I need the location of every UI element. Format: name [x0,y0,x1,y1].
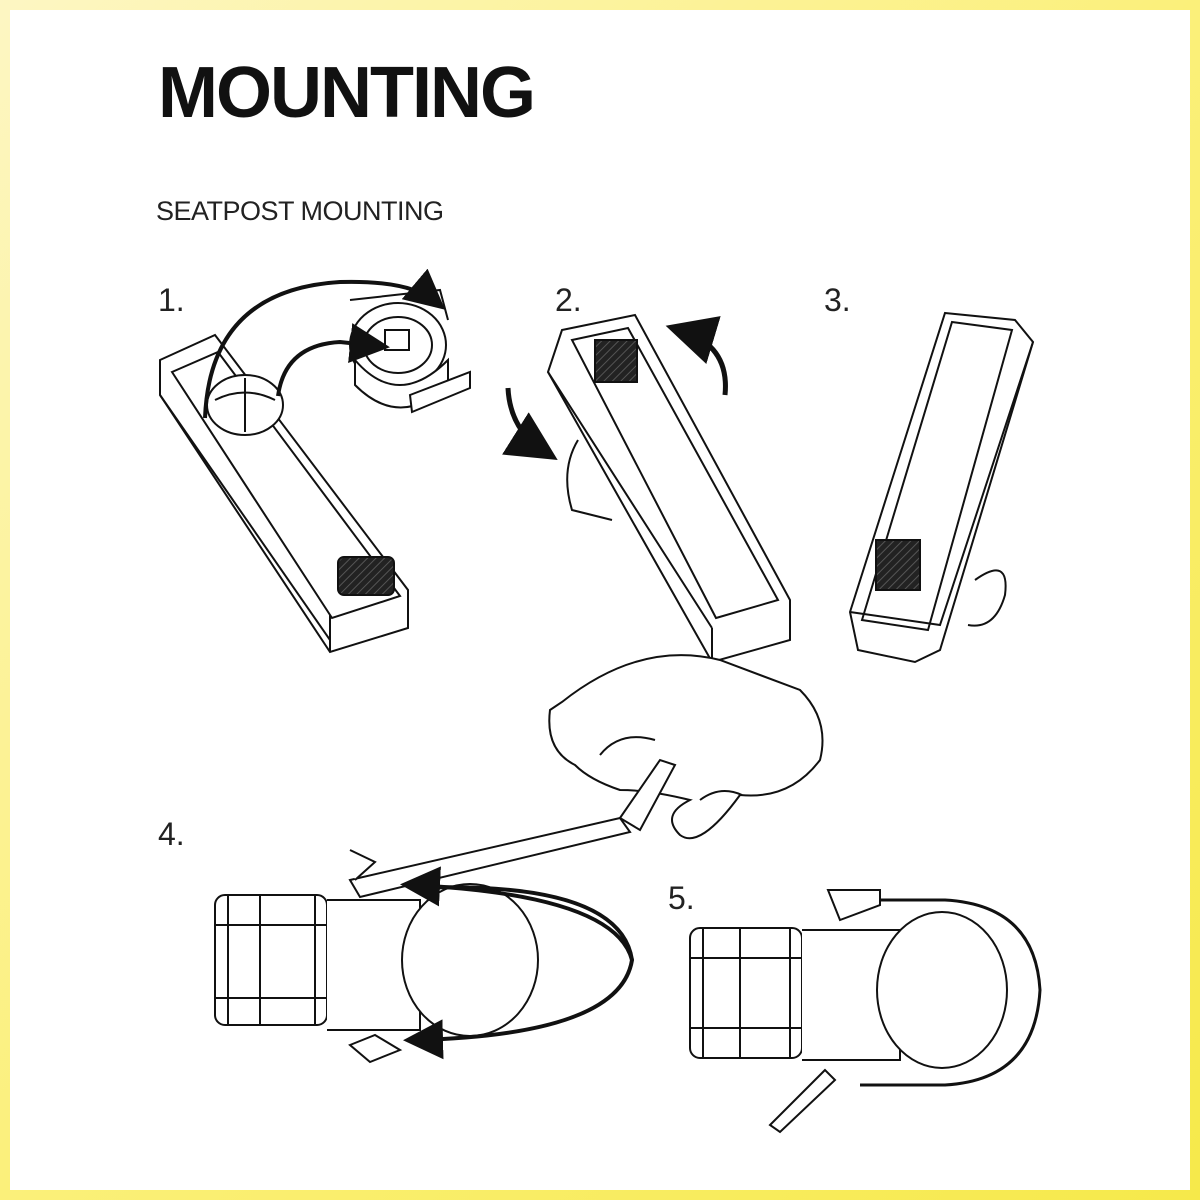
seatpost-clamp-icon [349,288,471,414]
arrow-small-icon [276,323,390,397]
rotate-arrow-up-icon [665,316,728,396]
light-side-view-icon [214,883,539,1037]
seatpost-icon [401,883,539,1037]
light-lens-icon [875,539,921,591]
section-subtitle: SEATPOST MOUNTING [156,196,444,226]
step-2-number: 2. [555,282,582,318]
step-4-number: 4. [158,816,185,852]
page-title: MOUNTING [158,53,536,133]
light-lens-icon [594,339,638,383]
clamp-lever-icon [768,1068,837,1134]
step-4-illustration [214,654,824,1064]
arrow-large-icon [203,268,446,419]
step-1-illustration [159,268,471,654]
tail-light-body [546,313,791,664]
step-5-number: 5. [668,880,695,916]
step-5-illustration [689,889,1042,1134]
arrow-clamp-start-icon [400,866,634,961]
tail-light-body [848,311,1035,664]
clamp-strap-icon [860,898,1042,1087]
seatpost-icon [876,911,1008,1069]
step-3-illustration [848,311,1035,664]
seatpost-clamp-icon [967,569,1007,627]
step-3-number: 3. [824,282,851,318]
step-1-number: 1. [158,282,185,318]
hand-icon [548,654,824,840]
clamp-hook-icon [826,889,881,922]
clamp-behind-light [566,439,613,521]
step-2-illustration [502,313,791,664]
rotate-arrow-down-icon [502,387,558,460]
illustrations [159,268,1042,1134]
mount-bracket-icon [206,374,284,436]
rubber-pad-icon [337,556,395,596]
manual-page: MOUNTING SEATPOST MOUNTING 1. 2. 3. 4. 5… [10,10,1190,1190]
light-side-view-icon [689,911,1008,1069]
